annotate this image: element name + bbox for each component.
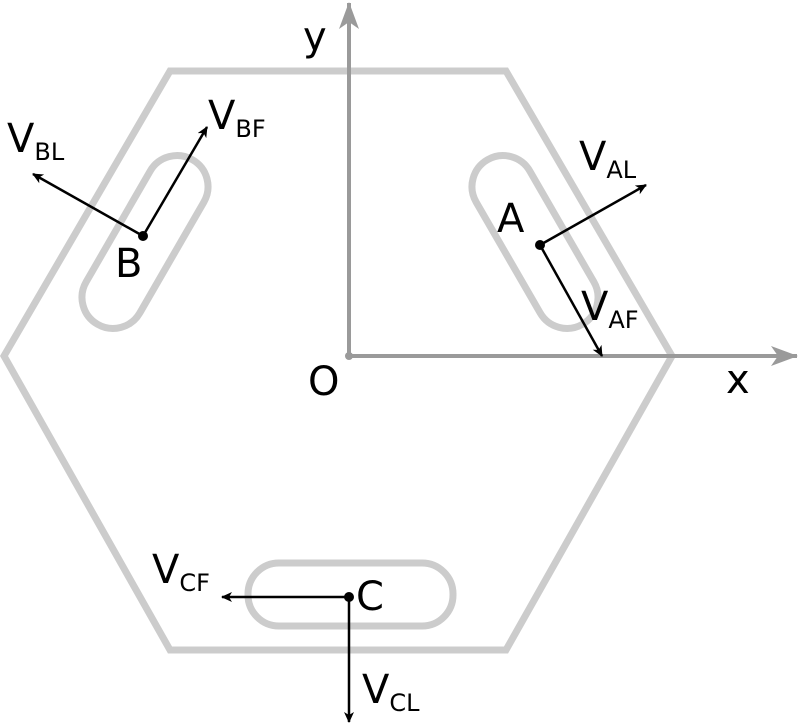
hexagon-body [0, 67, 677, 654]
x-axis-label: x [726, 357, 750, 403]
vector-a-lateral-sub: AL [606, 156, 636, 184]
vector-a-forward [538, 244, 604, 357]
point-b-label: B [115, 241, 142, 287]
vector-b-lateral-main: V [7, 116, 35, 162]
vector-b-lateral [32, 172, 144, 238]
vector-b-lateral-sub: BL [34, 138, 64, 166]
vector-c-forward-sub: CF [179, 569, 210, 597]
vector-a-forward-sub: AF [608, 306, 638, 334]
vector-a-lateral-main: V [579, 134, 607, 180]
vector-b-forward-label: VBF [208, 93, 266, 143]
y-axis-label: y [303, 14, 327, 60]
wheel-slot-b [78, 152, 212, 332]
vector-c-forward-label: VCF [152, 547, 210, 597]
point-a-label: A [497, 196, 525, 242]
vector-b-forward-main: V [208, 93, 236, 139]
vector-c-lateral-label: VCL [362, 667, 420, 717]
vector-a-lateral-label: VAL [579, 134, 637, 184]
point-c-label: C [356, 574, 384, 620]
wheel-slot-a [468, 152, 602, 332]
vector-a-lateral [539, 183, 647, 247]
point-c [344, 592, 354, 602]
vector-b-forward-sub: BF [235, 115, 265, 143]
point-b [138, 231, 148, 241]
wheel-slot-c [244, 559, 457, 630]
vector-a-forward-label: VAF [581, 284, 639, 334]
vector-c-lateral-sub: CL [389, 689, 420, 717]
vector-c-forward-main: V [152, 547, 180, 593]
origin-point [345, 352, 353, 360]
vector-b-lateral-label: VBL [7, 116, 65, 166]
vector-a-forward-main: V [581, 284, 609, 330]
vector-b-forward [141, 126, 209, 237]
origin-label: O [308, 359, 339, 405]
vector-c-lateral-main: V [362, 667, 390, 713]
point-a [535, 240, 545, 250]
